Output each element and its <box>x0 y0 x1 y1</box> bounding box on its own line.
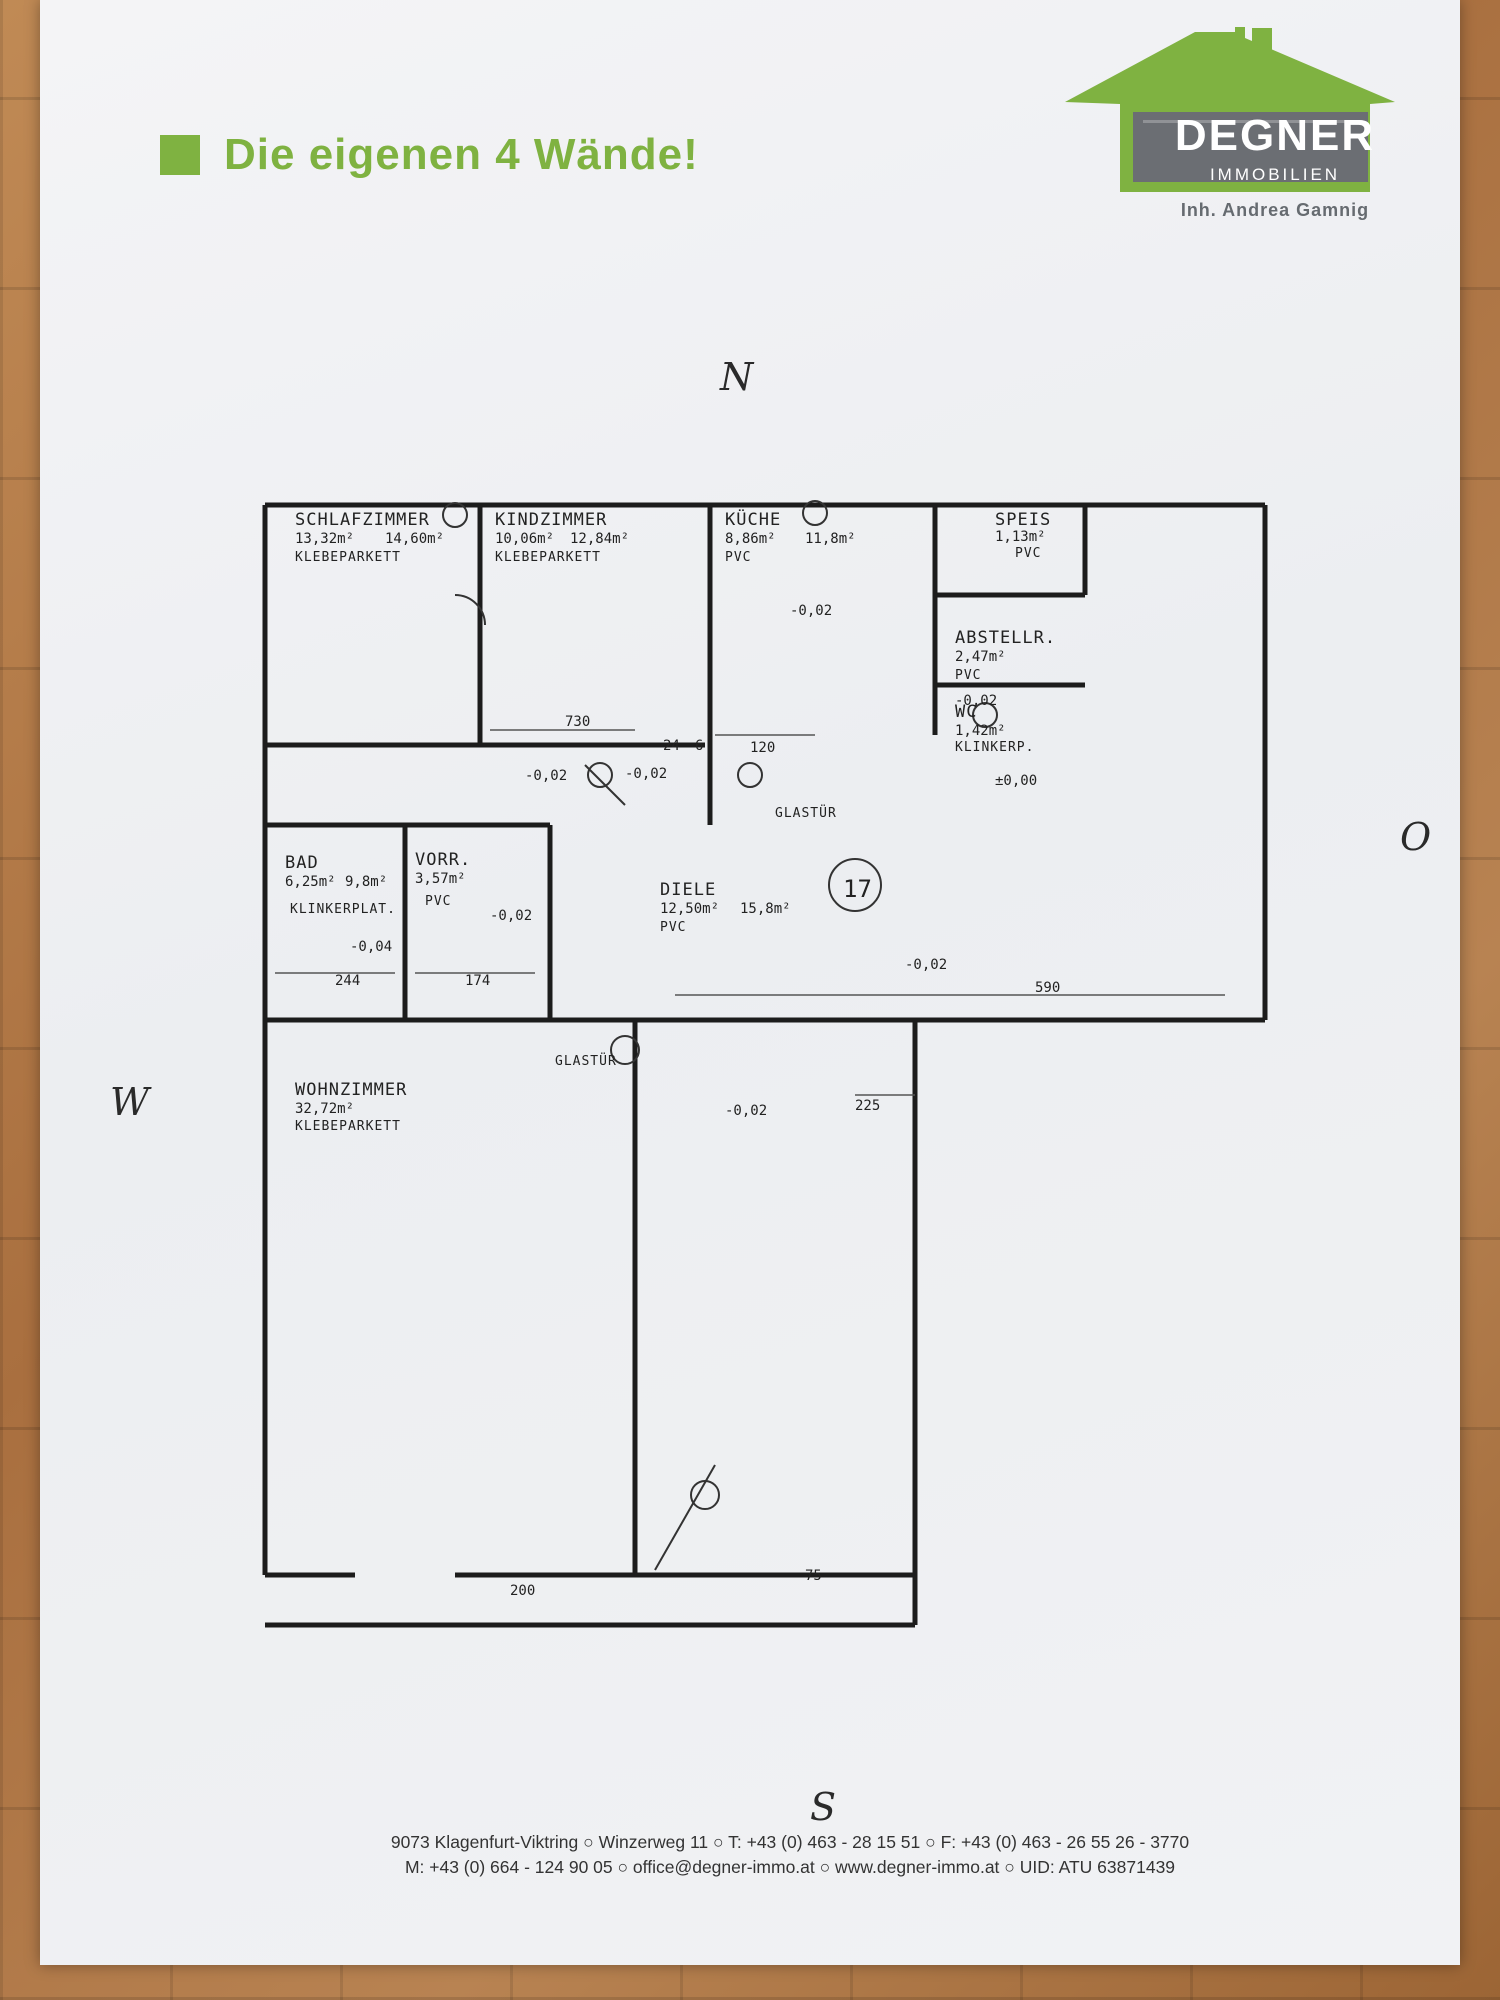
room-name-kindzimmer: KINDZIMMER <box>495 510 607 530</box>
floor-plan: SCHLAFZIMMER 13,32m² 14,60m² KLEBEPARKET… <box>262 495 1275 1725</box>
level-mark: -0,02 <box>490 908 532 924</box>
room-name-vorraum: VORR. <box>415 850 471 870</box>
room-name-wohnzimmer: WOHNZIMMER <box>295 1080 407 1100</box>
dimension-label: 6 <box>695 738 703 754</box>
door-label-glastuer-2: GLASTÜR <box>555 1052 617 1069</box>
mark-west: W <box>110 1080 150 1124</box>
room-area2-kueche: 11,8m² <box>805 531 856 547</box>
room-name-abstellraum: ABSTELLR. <box>955 628 1056 648</box>
slogan: Die eigenen 4 Wände! <box>160 130 699 180</box>
green-square-bullet <box>160 135 200 175</box>
paper-sheet: Die eigenen 4 Wände! DEGNER IMMOBILIEN I… <box>40 0 1460 1965</box>
footer-contact-line: M: +43 (0) 664 - 124 90 05 ○ office@degn… <box>404 1857 1176 1877</box>
level-mark: -0,02 <box>955 693 997 709</box>
dimension-label: 200 <box>510 1583 535 1599</box>
room-name-bad: BAD <box>285 853 319 873</box>
room-area2-schlafzimmer: 14,60m² <box>385 531 444 547</box>
room-name-speis: SPEIS <box>995 510 1051 530</box>
level-mark: -0,04 <box>350 939 392 955</box>
level-mark: -0,02 <box>905 957 947 973</box>
slogan-text: Die eigenen 4 Wände! <box>224 130 699 179</box>
logo-owner: Inh. Andrea Gamnig <box>1180 200 1370 220</box>
room-area2-kindzimmer: 12,84m² <box>570 531 629 547</box>
room-name-diele: DIELE <box>660 880 716 900</box>
room-floor-diele: PVC <box>660 920 686 935</box>
dimension-label: 730 <box>565 714 590 730</box>
room-floor-bad: KLINKERPLAT. <box>290 902 396 917</box>
dimension-label: 590 <box>1035 980 1060 996</box>
mark-south: S <box>810 1785 837 1829</box>
room-area-wc: 1,42m² <box>955 723 1006 739</box>
room-area-vorraum: 3,57m² <box>415 871 466 887</box>
level-mark: ±0,00 <box>995 773 1037 789</box>
room-area-schlafzimmer: 13,32m² <box>295 531 354 547</box>
room-floor-wc: KLINKERP. <box>955 740 1034 755</box>
level-mark: -0,02 <box>790 603 832 619</box>
unit-number: 17 <box>843 875 872 903</box>
room-name-kueche: KÜCHE <box>725 508 781 530</box>
level-mark: -0,02 <box>625 766 667 782</box>
room-floor-speis: PVC <box>1015 546 1041 561</box>
room-area-kindzimmer: 10,06m² <box>495 531 554 547</box>
dimension-label: 225 <box>855 1098 880 1114</box>
room-area-bad: 6,25m² <box>285 874 336 890</box>
room-area-diele: 12,50m² <box>660 901 719 917</box>
level-mark: -0,02 <box>725 1103 767 1119</box>
room-area-speis: 1,13m² <box>995 529 1046 545</box>
mark-north: N <box>720 355 754 399</box>
footer-address-line: 9073 Klagenfurt-Viktring ○ Winzerweg 11 … <box>390 1832 1190 1852</box>
dimension-label: 174 <box>465 973 490 989</box>
dimension-label: 244 <box>335 973 360 989</box>
room-floor-kindzimmer: KLEBEPARKETT <box>495 550 601 565</box>
house-icon <box>1065 27 1395 192</box>
logo-subtitle: IMMOBILIEN <box>1209 165 1341 184</box>
dimension-label: 24 <box>663 738 680 754</box>
room-floor-wohnzimmer: KLEBEPARKETT <box>295 1119 401 1134</box>
room-area-kueche: 8,86m² <box>725 531 776 547</box>
floor-plan-drawing: SCHLAFZIMMER 13,32m² 14,60m² KLEBEPARKET… <box>262 500 1268 1628</box>
company-logo: DEGNER IMMOBILIEN Inh. Andrea Gamnig <box>1065 27 1405 232</box>
dimension-label: 120 <box>750 740 775 756</box>
logo-name: DEGNER <box>1174 111 1376 160</box>
room-name-schlafzimmer: SCHLAFZIMMER <box>295 510 430 530</box>
room-floor-abstellraum: PVC <box>955 668 981 683</box>
room-area2-bad: 9,8m² <box>345 874 387 890</box>
room-area2-diele: 15,8m² <box>740 901 791 917</box>
mark-east: O <box>1400 815 1432 859</box>
room-name-wc: WC <box>955 702 977 722</box>
footer-contact: 9073 Klagenfurt-Viktring ○ Winzerweg 11 … <box>290 1830 1290 1880</box>
door-label-glastuer: GLASTÜR <box>775 804 837 821</box>
dimension-label: 75 <box>805 1568 822 1584</box>
level-mark: -0,02 <box>525 768 567 784</box>
room-area-abstellraum: 2,47m² <box>955 649 1006 665</box>
room-floor-kueche: PVC <box>725 550 751 565</box>
room-area-wohnzimmer: 32,72m² <box>295 1101 354 1117</box>
room-floor-vorraum: PVC <box>425 894 451 909</box>
room-floor-schlafzimmer: KLEBEPARKETT <box>295 550 401 565</box>
